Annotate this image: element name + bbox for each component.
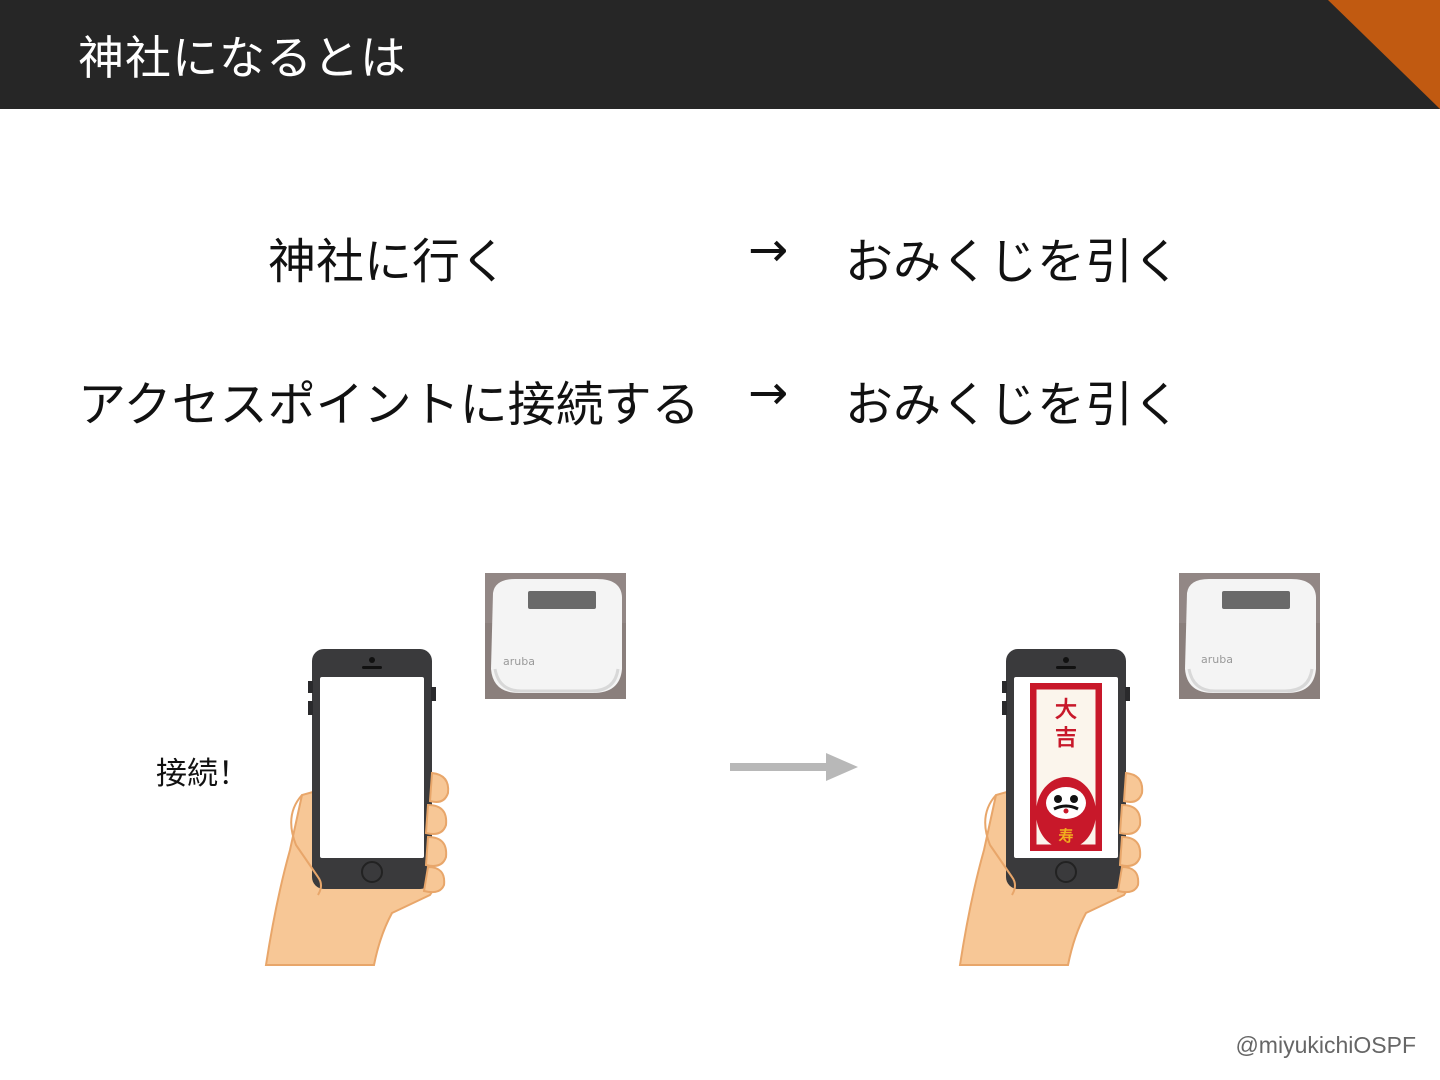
- access-point-image: aruba: [1179, 573, 1320, 699]
- svg-text:寿: 寿: [1058, 827, 1073, 845]
- hand-holding-phone-illustration: [264, 649, 450, 966]
- row2-left-text: アクセスポイントに接続する: [78, 377, 700, 433]
- row1-arrow: →: [748, 222, 789, 278]
- access-point-image: aruba: [485, 573, 626, 699]
- author-credit: @miyukichiOSPF: [1235, 1032, 1416, 1058]
- svg-text:aruba: aruba: [1201, 653, 1233, 666]
- svg-text:吉: 吉: [1055, 725, 1077, 751]
- connect-caption: 接続！: [156, 756, 249, 792]
- slide-title: 神社になるとは: [78, 31, 407, 85]
- row2-right-text: おみくじを引く: [845, 377, 1182, 433]
- row1-left-text: 神社に行く: [268, 234, 509, 290]
- corner-accent: [1328, 0, 1440, 109]
- hand-holding-phone-fortune-illustration: 大 吉 寿: [958, 649, 1144, 966]
- flow-arrow-icon: [730, 753, 858, 781]
- svg-text:aruba: aruba: [503, 655, 535, 668]
- title-bar: 神社になるとは: [0, 0, 1440, 109]
- row2-arrow: →: [748, 365, 789, 421]
- row1-right-text: おみくじを引く: [845, 234, 1182, 290]
- svg-text:大: 大: [1055, 698, 1077, 723]
